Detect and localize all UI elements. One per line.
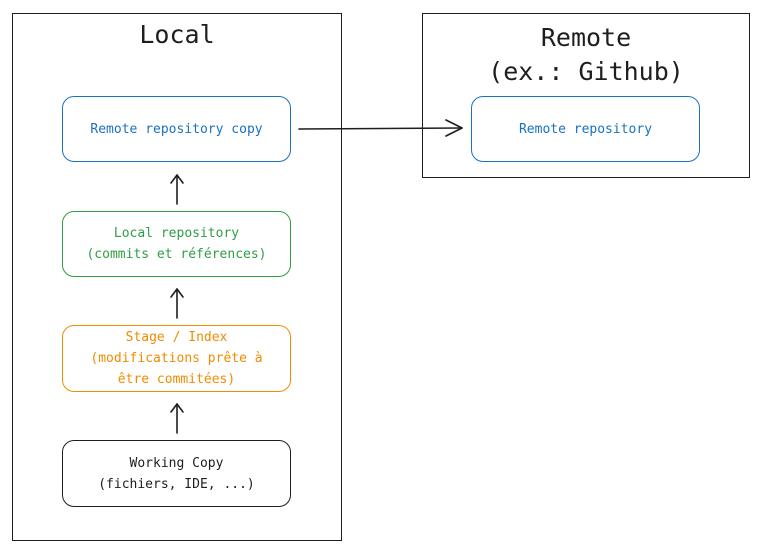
stage-index-label-line1: Stage / Index (125, 330, 228, 345)
working-copy-label-line1: Working Copy (129, 455, 224, 471)
edge-stage-to-local-repository (170, 288, 184, 319)
remote-repository-label: Remote repository (518, 121, 653, 137)
edge-local-repository-to-remote-copy (170, 174, 184, 205)
remote-repository-copy-label: Remote repository copy (90, 121, 263, 137)
remote-repository-copy-node: Remote repository copy (62, 96, 291, 162)
remote-frame-subtitle: (ex.: Github) (488, 57, 684, 86)
stage-index-label-line2: (modifications prête à (90, 351, 263, 366)
working-copy-label-line2: (fichiers, IDE, ...) (98, 476, 255, 492)
local-frame-title: Local (139, 20, 215, 49)
working-copy-node: Working Copy (fichiers, IDE, ...) (62, 440, 291, 507)
stage-index-label-line3: être commitées) (117, 372, 236, 387)
remote-frame-title: Remote (540, 23, 632, 52)
edge-working-to-stage (170, 403, 184, 434)
local-repository-label-line1: Local repository (113, 226, 240, 241)
local-repository-node: Local repository (commits et références) (62, 211, 291, 277)
stage-index-node: Stage / Index (modifications prête à êtr… (62, 325, 291, 392)
remote-repository-node: Remote repository (471, 96, 700, 162)
local-repository-label-line2: (commits et références) (86, 247, 267, 262)
edge-remote-copy-to-remote-repository (298, 119, 463, 137)
